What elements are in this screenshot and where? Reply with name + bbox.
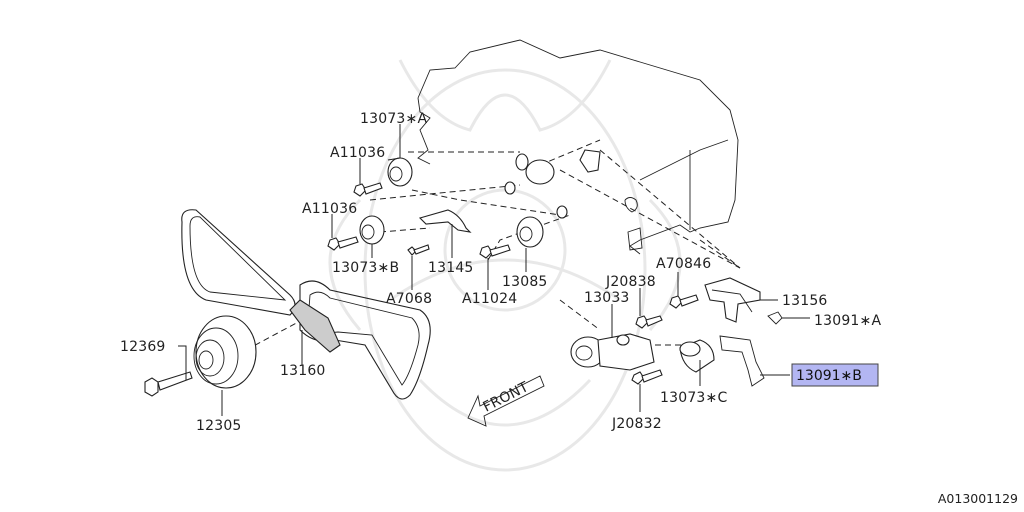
label-13073c[interactable]: 13073∗C <box>660 390 727 406</box>
label-a11024[interactable]: A11024 <box>462 291 517 307</box>
label-13145[interactable]: 13145 <box>428 260 474 276</box>
cam-sprocket-assembly <box>504 149 601 219</box>
label-a11036-upper[interactable]: A11036 <box>330 145 385 161</box>
label-13033[interactable]: 13033 <box>584 290 630 306</box>
bracket-13156 <box>704 277 761 323</box>
idler-pulley-13085 <box>516 216 544 248</box>
diagram-reference-code: A013001129 <box>938 491 1018 506</box>
label-13160[interactable]: 13160 <box>280 363 326 379</box>
label-a70846[interactable]: A70846 <box>656 256 711 272</box>
bolt-a70846 <box>669 294 699 309</box>
label-13156[interactable]: 13156 <box>782 293 828 309</box>
timing-belt <box>181 209 431 400</box>
label-13091a[interactable]: 13091∗A <box>814 313 881 329</box>
idler-pulley-13073b <box>359 215 385 245</box>
crank-pulley <box>193 315 257 389</box>
spring-13091b <box>719 335 765 387</box>
bolt-a11036-upper <box>353 182 383 197</box>
tensioner-pulley-13073c <box>679 339 715 373</box>
front-label: FRONT <box>481 379 532 416</box>
idler-pulley-13073a <box>387 157 413 187</box>
tensioner-13033 <box>570 333 655 371</box>
part-labels: 13073∗A A11036 A11036 13073∗B 13145 A706… <box>120 111 881 434</box>
label-a7068[interactable]: A7068 <box>386 291 432 307</box>
bolt-j20832 <box>631 369 663 385</box>
front-direction-arrow: FRONT <box>467 375 545 427</box>
crank-bolt <box>144 371 193 397</box>
label-j20838[interactable]: J20838 <box>605 274 656 290</box>
spring-13091a <box>767 311 783 325</box>
label-a11036-lower[interactable]: A11036 <box>302 201 357 217</box>
label-12369[interactable]: 12369 <box>120 339 166 355</box>
label-j20832[interactable]: J20832 <box>611 416 662 432</box>
bolt-a7068 <box>407 244 430 256</box>
label-13085[interactable]: 13085 <box>502 274 548 290</box>
bolt-a11036-lower <box>327 236 359 251</box>
label-13091b[interactable]: 13091∗B <box>796 368 862 384</box>
leader-lines <box>178 124 810 416</box>
label-12305[interactable]: 12305 <box>196 418 242 434</box>
label-13073b[interactable]: 13073∗B <box>332 260 399 276</box>
label-13073a[interactable]: 13073∗A <box>360 111 427 127</box>
belt-cover-13145 <box>418 209 472 233</box>
bolt-j20838 <box>635 315 663 329</box>
engine-block <box>417 39 739 255</box>
reference-dashed-lines <box>245 139 741 351</box>
highlight-box-13091b[interactable] <box>791 363 879 387</box>
bolt-a11024 <box>479 244 511 259</box>
